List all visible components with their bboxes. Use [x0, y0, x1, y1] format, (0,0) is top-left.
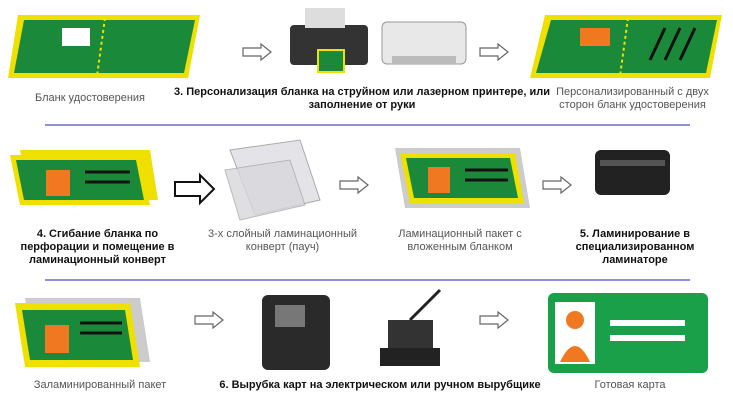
personalized-caption: Персонализированный с двух сторон бланк … — [556, 86, 709, 111]
bold-arrow-icon — [174, 172, 216, 206]
ready-caption: Готовая карта — [594, 379, 666, 391]
manual-cutter-image — [380, 288, 442, 366]
inkjet-printer-image — [290, 8, 368, 73]
personalized-card-image — [530, 15, 722, 78]
separator — [45, 279, 690, 281]
blank-caption: Бланк удостоверения — [34, 92, 146, 104]
step3-caption: 3. Персонализация бланка на струйном или… — [173, 86, 550, 111]
step5-caption: 5. Ламинирование в специализированном ла… — [575, 228, 695, 266]
separator — [45, 124, 690, 126]
arrow-icon — [479, 43, 509, 61]
arrow-icon — [479, 311, 509, 329]
electric-cutter-image — [262, 295, 330, 370]
folded-blank-image — [10, 150, 158, 205]
step4-caption: 4. Сгибание бланка по перфорации и помещ… — [20, 228, 175, 266]
laminated-caption: Заламинированный пакет — [33, 379, 167, 391]
laminated-packet-image — [15, 298, 150, 367]
laser-printer-image — [381, 21, 467, 65]
arrow-icon — [542, 176, 572, 194]
arrow-icon — [339, 176, 369, 194]
blank-card-image — [8, 15, 200, 78]
step6-caption: 6. Вырубка карт на электрическом или руч… — [219, 379, 541, 391]
pouch-image — [224, 139, 321, 221]
arrow-icon — [194, 311, 224, 329]
packet-caption: Ламинационный пакет с вложенным бланком — [398, 228, 522, 253]
arrow-icon — [242, 43, 272, 61]
ready-card-image — [548, 293, 708, 373]
laminator-image — [595, 150, 670, 195]
pouch-caption: 3-х слойный ламинационный конверт (пауч) — [207, 228, 358, 253]
laminated-packet-image — [395, 148, 530, 208]
